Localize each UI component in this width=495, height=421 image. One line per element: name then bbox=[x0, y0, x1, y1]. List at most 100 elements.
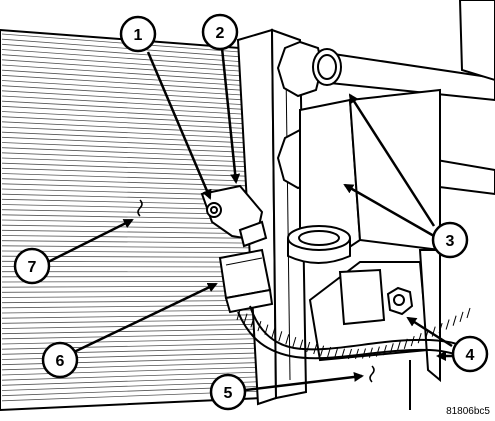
callout-1: 1 bbox=[119, 15, 157, 53]
arrow-5 bbox=[245, 371, 364, 392]
radiator-fin bbox=[1, 105, 244, 120]
radiator-fin bbox=[1, 49, 241, 67]
harness-corrugation bbox=[278, 331, 283, 342]
radiator-fin bbox=[1, 178, 248, 187]
harness-corrugation bbox=[362, 348, 366, 359]
harness-corrugation bbox=[389, 343, 394, 354]
callout-7-label: 7 bbox=[28, 259, 37, 276]
harness-corrugation bbox=[285, 334, 290, 345]
radiator-fin bbox=[1, 300, 255, 304]
radiator-fin bbox=[1, 74, 243, 91]
radiator-fin bbox=[1, 157, 247, 168]
radiator-fin bbox=[1, 152, 247, 163]
harness-connector bbox=[218, 248, 274, 314]
radiator-fin bbox=[1, 136, 246, 148]
radiator-fin bbox=[1, 59, 242, 77]
harness-corrugation bbox=[334, 347, 339, 359]
radiator-fin bbox=[1, 280, 254, 283]
radiator-fin bbox=[1, 173, 248, 182]
arrow-1 bbox=[146, 51, 212, 200]
callout-5-label: 5 bbox=[224, 385, 233, 402]
radiator-fin bbox=[1, 69, 242, 86]
harness-corrugation bbox=[236, 309, 241, 321]
radiator-fin bbox=[1, 142, 246, 153]
radiator-fin bbox=[1, 80, 243, 96]
harness-corrugation bbox=[299, 339, 304, 350]
radiator-fin bbox=[1, 304, 255, 309]
radiator-fin bbox=[1, 328, 257, 335]
callout-3-label: 3 bbox=[446, 233, 455, 250]
callout-4-label: 4 bbox=[466, 347, 475, 364]
harness-corrugation bbox=[375, 346, 380, 357]
radiator-fin bbox=[1, 235, 251, 239]
callout-6-label: 6 bbox=[56, 353, 65, 370]
harness-corrugation bbox=[327, 346, 332, 358]
harness-corrugation bbox=[382, 344, 387, 356]
harness-corrugation bbox=[452, 315, 457, 326]
radiator-fin bbox=[1, 121, 245, 134]
radiator-fin bbox=[1, 240, 252, 244]
harness-corrugation bbox=[403, 338, 408, 349]
callout-7: 7 bbox=[13, 247, 51, 285]
harness-corrugation bbox=[243, 313, 248, 324]
arrow-3a bbox=[348, 93, 436, 227]
tilde-marker-5 bbox=[369, 365, 375, 383]
radiator-fin bbox=[1, 167, 248, 177]
radiator-fin bbox=[1, 54, 242, 72]
radiator-fin bbox=[1, 314, 256, 319]
harness-corrugation bbox=[417, 333, 422, 344]
harness-corrugation bbox=[368, 347, 373, 358]
radiator-fin bbox=[1, 319, 256, 324]
radiator-fin bbox=[1, 64, 242, 82]
radiator-fin bbox=[1, 100, 244, 115]
radiator-fin bbox=[1, 90, 244, 105]
callout-4: 4 bbox=[451, 335, 489, 373]
radiator-fin bbox=[1, 85, 243, 101]
radiator-fin bbox=[1, 33, 241, 53]
callout-arrows bbox=[47, 47, 453, 392]
figure-reference-code: 81806bc5 bbox=[446, 406, 490, 417]
harness-corrugation bbox=[396, 341, 401, 352]
radiator-fin bbox=[1, 214, 250, 220]
arrow-7 bbox=[47, 218, 134, 264]
arrow-3b bbox=[343, 183, 435, 238]
arrow-6 bbox=[73, 282, 218, 354]
radiator-fin bbox=[1, 309, 256, 314]
wiring-harness bbox=[236, 305, 475, 361]
radiator-fin bbox=[1, 371, 259, 381]
callout-6: 6 bbox=[41, 341, 79, 379]
harness-corrugation bbox=[264, 324, 269, 335]
harness-corrugation bbox=[341, 348, 345, 359]
callout-5: 5 bbox=[209, 373, 247, 411]
callout-2-label: 2 bbox=[216, 25, 225, 42]
harness-corrugation bbox=[292, 336, 297, 348]
radiator-fin bbox=[1, 366, 259, 376]
radiator-fin bbox=[1, 43, 241, 62]
radiator-fin bbox=[1, 338, 257, 345]
harness-corrugation bbox=[466, 307, 471, 319]
harness-corrugation bbox=[306, 341, 311, 353]
callout-1-label: 1 bbox=[134, 27, 143, 44]
tilde-marker-7 bbox=[137, 199, 143, 217]
tilde-markers bbox=[137, 199, 375, 383]
callout-2: 2 bbox=[201, 13, 239, 51]
radiator-fin bbox=[1, 245, 252, 249]
harness-corrugation bbox=[320, 345, 325, 356]
radiator-fin bbox=[1, 333, 257, 340]
harness-corrugation bbox=[250, 317, 255, 328]
arrow-2 bbox=[220, 47, 241, 184]
harness-corrugation bbox=[271, 327, 276, 339]
harness-corrugation bbox=[459, 311, 464, 323]
radiator-fin bbox=[1, 111, 245, 125]
radiator-fin bbox=[1, 229, 251, 234]
radiator-fin bbox=[1, 295, 255, 298]
harness-corrugation bbox=[348, 348, 352, 360]
arrow-4a bbox=[406, 316, 453, 348]
radiator-fin bbox=[1, 250, 252, 254]
radiator-fin bbox=[1, 162, 247, 172]
radiator-fin bbox=[1, 147, 247, 158]
harness-corrugation bbox=[257, 320, 262, 332]
harness-corrugation bbox=[313, 343, 318, 355]
ground-bolt bbox=[386, 286, 414, 316]
